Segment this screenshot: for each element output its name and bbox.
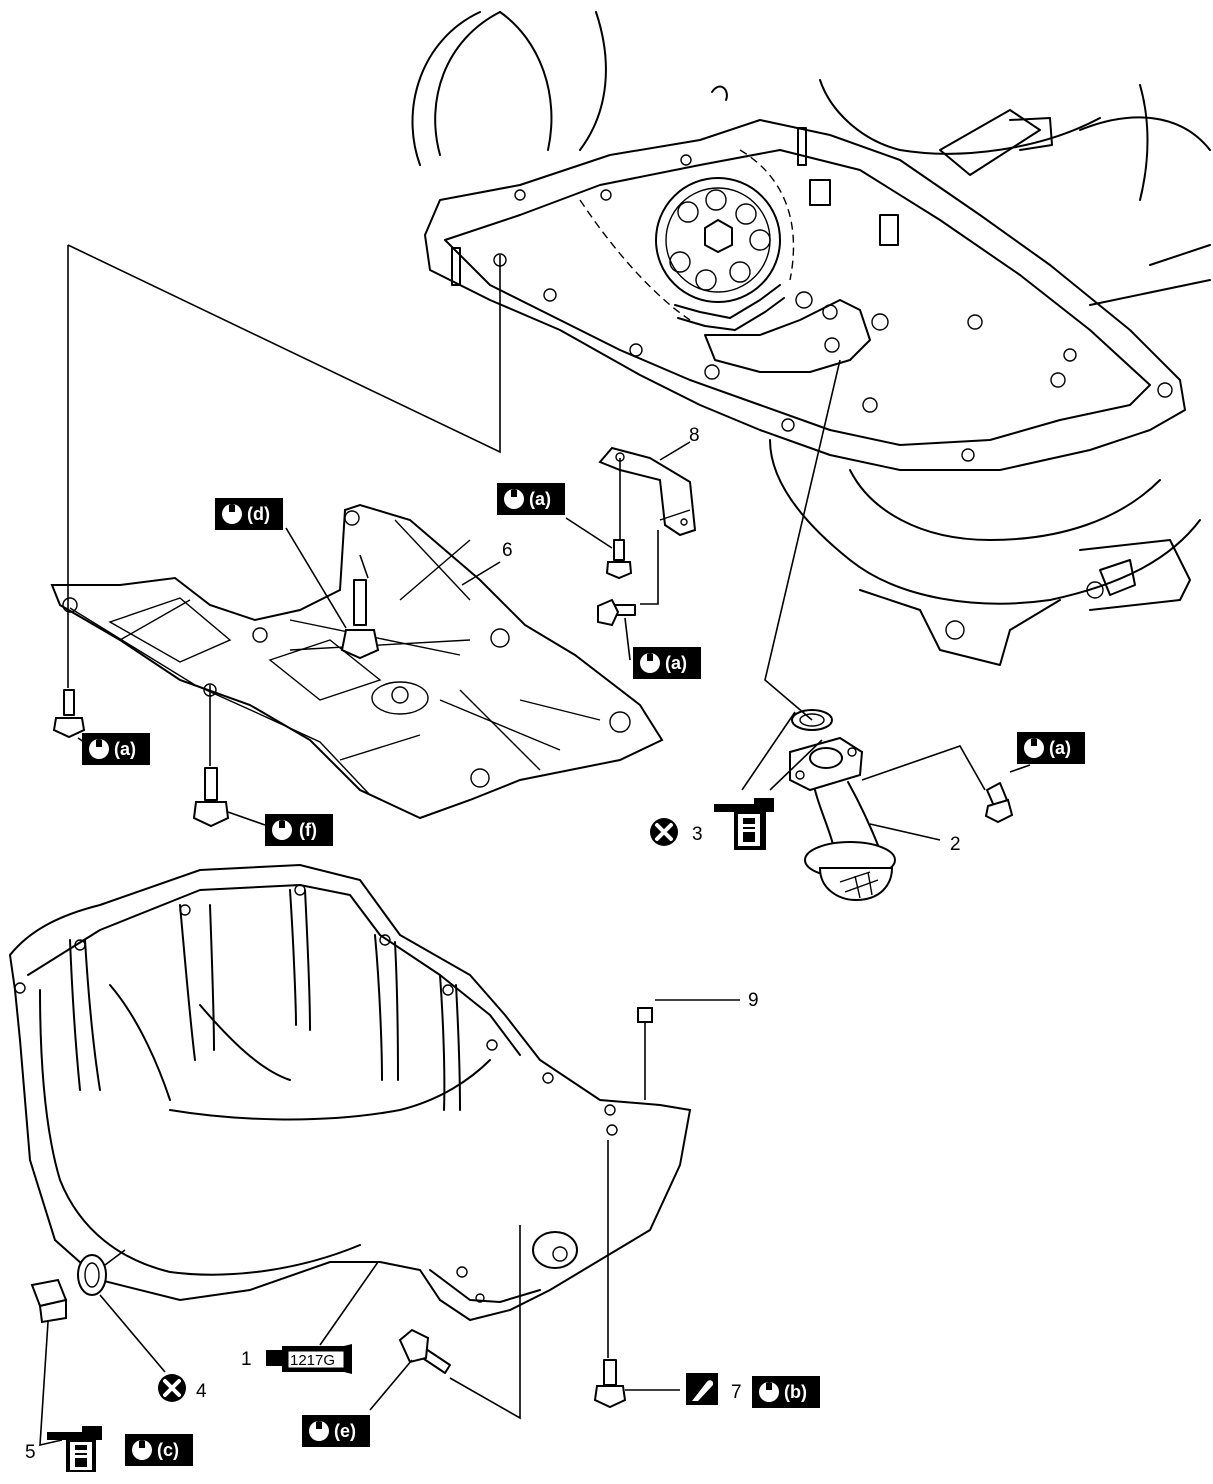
strainer-bracket xyxy=(598,446,697,537)
leader-lines xyxy=(39,244,1031,1447)
svg-text:(a): (a) xyxy=(114,739,136,759)
callout-3: 3 xyxy=(692,824,703,845)
svg-text:(d): (d) xyxy=(247,504,270,524)
torque-tag-b: (b) xyxy=(752,1376,820,1408)
rail-holes xyxy=(493,154,1173,462)
torque-tag-c: (c) xyxy=(125,1434,193,1466)
svg-text:(c): (c) xyxy=(157,1440,179,1460)
grease-icon xyxy=(686,1373,718,1405)
callout-6: 6 xyxy=(502,540,513,561)
callout-8: 8 xyxy=(689,425,700,446)
sealant-code: 1217G xyxy=(290,1352,335,1369)
callout-7: 7 xyxy=(731,1382,742,1403)
callout-5: 5 xyxy=(25,1442,36,1463)
do-not-reuse-icon xyxy=(648,816,680,848)
baffle-plate xyxy=(50,503,664,820)
callout-9: 9 xyxy=(748,990,759,1011)
callout-1: 1 xyxy=(241,1349,252,1370)
torque-tag-a-strainer: (a) xyxy=(1017,732,1085,764)
torque-tag-a-baffle: (a) xyxy=(82,733,150,765)
svg-text:(f): (f) xyxy=(299,820,317,840)
engine-oil-icon xyxy=(47,1426,102,1472)
engine-block xyxy=(411,11,1211,666)
torque-tag-a-bracket-side: (a) xyxy=(633,647,701,679)
torque-tag-a-bracket-top: (a) xyxy=(497,483,565,515)
torque-tag-e: (e) xyxy=(302,1415,370,1447)
svg-text:(a): (a) xyxy=(665,653,687,673)
svg-text:(b): (b) xyxy=(784,1382,807,1402)
callout-4: 4 xyxy=(196,1381,207,1402)
engine-oil-icon xyxy=(714,798,774,850)
callout-2: 2 xyxy=(950,834,961,855)
oil-strainer xyxy=(789,709,896,902)
torque-tag-f: (f) xyxy=(265,814,333,846)
do-not-reuse-icon xyxy=(156,1372,188,1404)
crank-sprocket xyxy=(579,149,795,331)
sealant-tube-icon: 1217G xyxy=(266,1344,352,1374)
svg-text:(a): (a) xyxy=(1049,738,1071,758)
baffle-bolt-d xyxy=(340,579,380,660)
callouts: 1 2 3 4 5 6 7 8 9 xyxy=(25,425,961,1463)
svg-text:(e): (e) xyxy=(334,1421,356,1441)
torque-tag-d: (d) xyxy=(215,498,283,530)
svg-text:(a): (a) xyxy=(529,489,551,509)
oil-pan xyxy=(8,863,692,1322)
